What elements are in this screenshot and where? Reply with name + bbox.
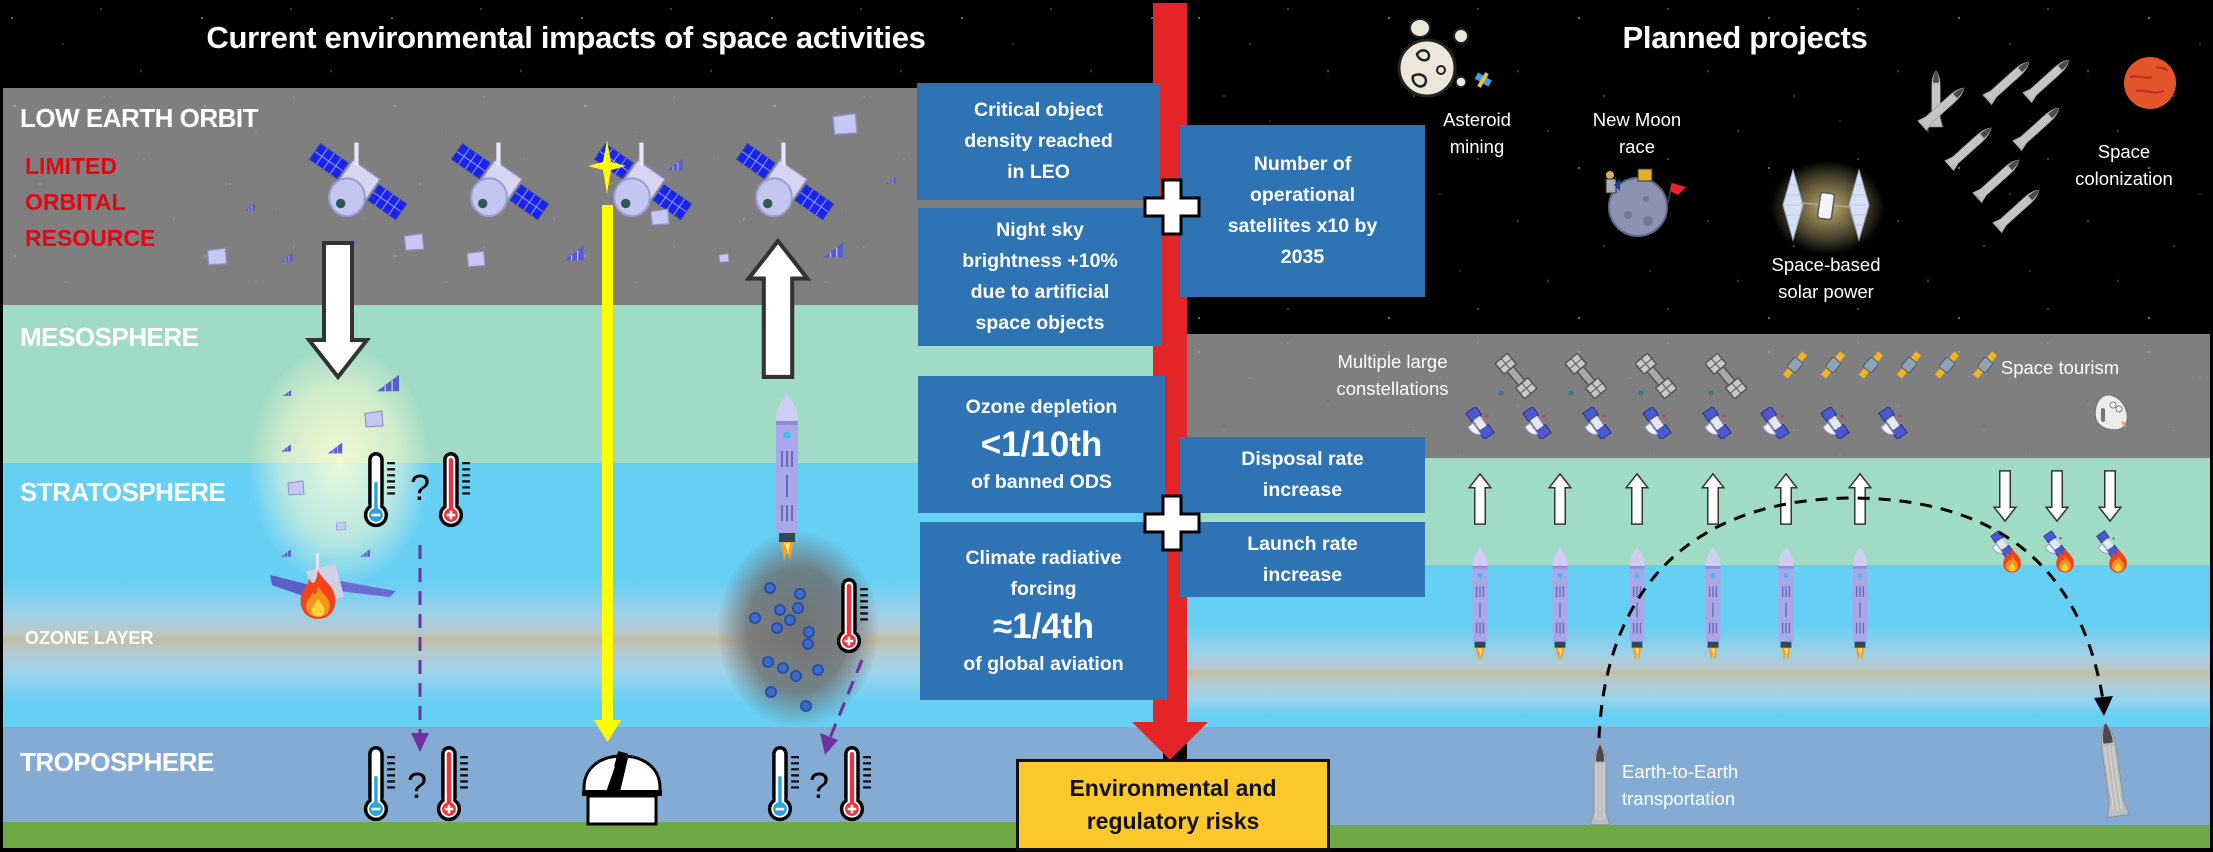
label-line: colonization bbox=[2075, 168, 2173, 189]
label-line: Space bbox=[2097, 141, 2151, 162]
box-line: of global aviation bbox=[963, 652, 1124, 675]
box-highlight-value: ≈1/4th bbox=[993, 606, 1094, 646]
box-line: Launch rate bbox=[1247, 532, 1358, 555]
box-line: forcing bbox=[1010, 577, 1077, 600]
space-solar-power-icon bbox=[1782, 168, 1870, 242]
mars-icon bbox=[2124, 57, 2176, 109]
box-line: operational bbox=[1249, 184, 1356, 206]
label-line: race bbox=[1619, 136, 1655, 157]
label-line: Multiple large bbox=[1337, 351, 1448, 372]
label-line: Space-based bbox=[1771, 254, 1881, 275]
impact-box-climate-forcing: Climate radiative forcing ≈1/4th of glob… bbox=[920, 522, 1167, 700]
environmental-regulatory-risks-box: Environmental and regulatory risks bbox=[1016, 759, 1330, 851]
impact-box-ozone-depletion: Ozone depletion <1/10th of banned ODS bbox=[918, 376, 1165, 513]
risk-line-1: Environmental and bbox=[1069, 775, 1277, 801]
label-line: constellations bbox=[1336, 378, 1449, 399]
label-multiple-large-constellations: Multiple large constellations bbox=[1325, 348, 1460, 402]
moon-race-icon bbox=[1605, 168, 1686, 237]
observatory-icon bbox=[582, 750, 662, 826]
trend-box-satellites-x10: Number of operational satellites x10 by … bbox=[1180, 125, 1425, 297]
box-line: increase bbox=[1262, 563, 1343, 586]
label-new-moon-race: New Moon race bbox=[1577, 106, 1697, 160]
layer-label-stratosphere: STRATOSPHERE bbox=[20, 477, 226, 507]
note-line-3: RESOURCE bbox=[25, 225, 156, 251]
box-line: Climate radiative bbox=[965, 546, 1122, 569]
ground-left bbox=[3, 822, 1163, 848]
box-line: Night sky bbox=[996, 219, 1084, 241]
box-line: in LEO bbox=[1007, 161, 1070, 183]
box-line: of banned ODS bbox=[971, 470, 1112, 493]
label-line: mining bbox=[1449, 136, 1505, 157]
soot-particles-icon bbox=[749, 582, 824, 712]
ground-right bbox=[1187, 825, 2210, 848]
label-line: solar power bbox=[1778, 281, 1874, 302]
label-line: Earth-to-Earth bbox=[1622, 761, 1739, 782]
reentry-glow bbox=[250, 345, 430, 585]
box-line: density reached bbox=[964, 130, 1113, 152]
layer-label-leo: LOW EARTH ORBIT bbox=[20, 103, 259, 133]
trend-box-launch-rate: Launch rate increase bbox=[1180, 522, 1425, 597]
question-mark: ? bbox=[407, 765, 428, 806]
box-line: Number of bbox=[1253, 153, 1352, 175]
impact-box-night-sky: Night sky brightness +10% due to artific… bbox=[918, 208, 1162, 346]
starship-icon bbox=[1588, 744, 1612, 826]
plus-icon bbox=[1143, 178, 1201, 236]
layer-label-ozone: OZONE LAYER bbox=[25, 628, 154, 648]
label-space-tourism: Space tourism bbox=[2000, 357, 2120, 378]
box-line: due to artificial bbox=[970, 281, 1110, 303]
right-section-title: Planned projects bbox=[1622, 20, 1868, 55]
leo-limited-resource-note: LIMITED ORBITAL RESOURCE bbox=[25, 148, 155, 256]
label-asteroid-mining: Asteroid mining bbox=[1420, 106, 1534, 160]
label-line: transportation bbox=[1622, 788, 1736, 809]
band-troposphere-right bbox=[1187, 727, 2210, 825]
space-tourism-capsule-icon bbox=[2094, 394, 2129, 431]
box-line: 2035 bbox=[1280, 246, 1325, 268]
box-line: space objects bbox=[975, 312, 1105, 334]
impact-box-critical-density: Critical object density reached in LEO bbox=[917, 83, 1160, 200]
layer-label-mesosphere: MESOSPHERE bbox=[20, 322, 199, 352]
left-section-title: Current environmental impacts of space a… bbox=[206, 20, 926, 55]
box-line: Critical object bbox=[974, 99, 1103, 121]
box-line: increase bbox=[1262, 479, 1343, 501]
layer-label-troposphere: TROPOSPHERE bbox=[20, 747, 214, 777]
question-mark: ? bbox=[410, 467, 431, 508]
label-space-colonization: Space colonization bbox=[2063, 138, 2185, 192]
label-earth-to-earth-transportation: Earth-to-Earth transportation bbox=[1622, 758, 1762, 812]
asteroid-mining-icon bbox=[1397, 18, 1492, 98]
light-flare-icon bbox=[588, 140, 626, 194]
red-arrowhead-icon bbox=[1132, 722, 1208, 760]
box-line: Ozone depletion bbox=[965, 395, 1118, 418]
light-pollution-ray bbox=[602, 205, 613, 722]
label-space-based-solar-power: Space-based solar power bbox=[1765, 251, 1887, 305]
warming-effect-dashed-arrow bbox=[828, 659, 864, 739]
box-line: brightness +10% bbox=[962, 250, 1118, 272]
box-highlight-value: <1/10th bbox=[980, 424, 1103, 464]
risk-line-2: regulatory risks bbox=[1086, 808, 1260, 834]
plus-icon bbox=[1143, 494, 1201, 552]
question-mark: ? bbox=[809, 765, 830, 806]
box-line: Disposal rate bbox=[1241, 448, 1364, 470]
note-line-2: ORBITAL bbox=[25, 189, 126, 215]
note-line-1: LIMITED bbox=[25, 153, 117, 179]
label-line: New Moon bbox=[1592, 109, 1682, 130]
light-ray-arrowhead bbox=[594, 720, 621, 742]
box-line: satellites x10 by bbox=[1227, 215, 1378, 237]
band-troposphere-left bbox=[3, 727, 1163, 822]
trend-box-disposal-rate: Disposal rate increase bbox=[1180, 437, 1425, 513]
label-line: Asteroid bbox=[1443, 109, 1511, 130]
starfield-left bbox=[0, 0, 1160, 90]
